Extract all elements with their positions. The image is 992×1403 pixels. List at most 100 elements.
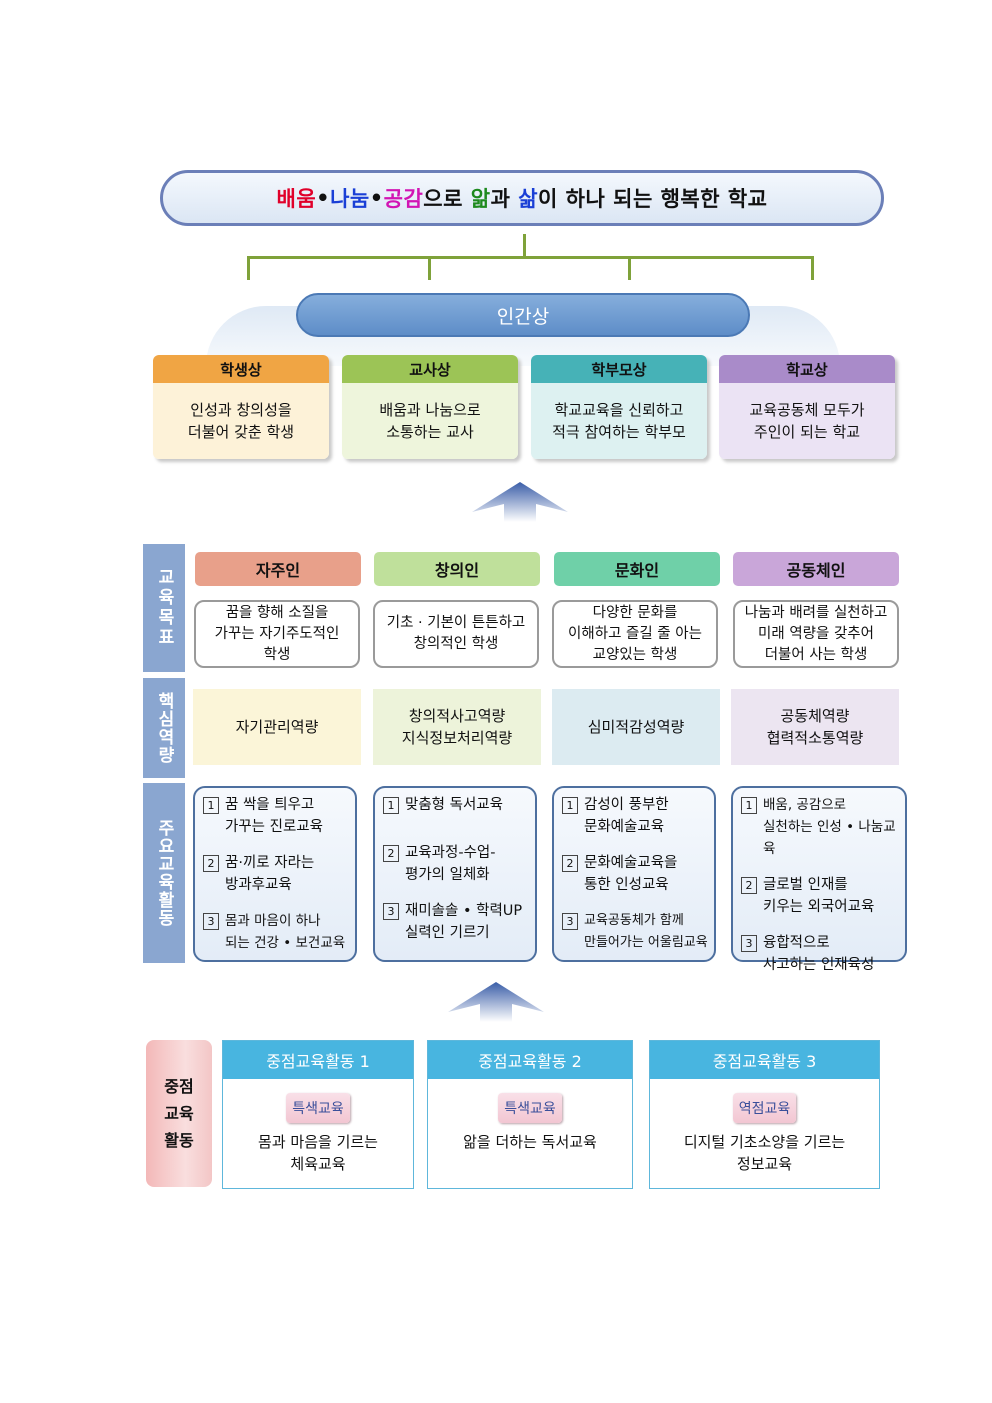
focus-card: 중점교육활동 1 특색교육 몸과 마음을 기르는 체육교육 <box>222 1040 414 1189</box>
card-title: 교사상 <box>342 355 518 383</box>
goal-title: 자주인 <box>195 552 361 586</box>
connector-drop <box>247 256 250 280</box>
goal-text: 기초 · 기본이 튼튼하고 창의적인 학생 <box>373 600 539 668</box>
focus-label-line: 교육 <box>164 1104 194 1123</box>
card-text: 인성과 창의성을 더불어 갖춘 학생 <box>153 383 329 459</box>
human-ideal-title: 인간상 <box>296 293 750 337</box>
card-text: 배움과 나눔으로 소통하는 교사 <box>342 383 518 459</box>
card-teacher: 교사상 배움과 나눔으로 소통하는 교사 <box>342 355 518 459</box>
item-number: 2 <box>741 877 757 894</box>
item-number: 3 <box>562 913 578 930</box>
activity-item: 1 감성이 풍부한 문화예술교육 <box>562 794 708 838</box>
connector-bar <box>247 256 814 259</box>
item-number: 2 <box>562 855 578 872</box>
goal-title: 공동체인 <box>733 552 899 586</box>
goal-title: 문화인 <box>554 552 720 586</box>
card-school: 학교상 교육공동체 모두가 주인이 되는 학교 <box>719 355 895 459</box>
label-goals: 교육목표 <box>143 544 185 672</box>
activity-item: 1 배움, 공감으로 실천하는 인성 • 나눔교육 <box>741 794 899 860</box>
activity-box: 1 감성이 풍부한 문화예술교육 2 문화예술교육을 통한 인성교육 3 교육공동체가… <box>552 786 716 962</box>
item-number: 3 <box>741 935 757 952</box>
label-competency: 핵심역량 <box>143 678 185 778</box>
vision-seg: 나눔 <box>330 187 370 211</box>
activity-box: 1 꿈 싹을 틔우고 가꾸는 진로교육 2 꿈·끼로 자라는 방과후교육 3 몸과 마… <box>193 786 357 962</box>
activity-item: 2 문화예술교육을 통한 인성교육 <box>562 852 708 896</box>
item-text: 꿈·끼로 자라는 방과후교육 <box>225 855 315 893</box>
card-title: 학부모상 <box>531 355 707 383</box>
focus-label: 중점 교육 활동 <box>146 1040 212 1187</box>
label-activities: 주요교육활동 <box>143 783 185 963</box>
connector-stem <box>523 234 526 258</box>
activity-item: 2 교육과정-수업- 평가의 일체화 <box>383 842 529 886</box>
item-text: 몸과 마음이 하나 되는 건강 • 보건교육 <box>225 913 346 951</box>
activity-item: 2 꿈·끼로 자라는 방과후교육 <box>203 852 349 896</box>
focus-card: 중점교육활동 2 특색교육 앎을 더하는 독서교육 <box>427 1040 633 1189</box>
focus-tag: 특색교육 <box>286 1093 350 1123</box>
label-text: 교육목표 <box>154 568 174 648</box>
competency-box: 자기관리역량 <box>193 689 361 765</box>
activity-item: 3 교육공동체가 함께 만들어가는 어울림교육 <box>562 910 708 954</box>
vision-seg: 과 <box>490 187 519 211</box>
competency-box: 공동체역량 협력적소통역량 <box>731 689 899 765</box>
item-text: 꿈 싹을 틔우고 가꾸는 진로교육 <box>225 797 323 835</box>
connector-drop <box>811 256 814 280</box>
label-text: 핵심역량 <box>154 692 174 764</box>
activity-box: 1 배움, 공감으로 실천하는 인성 • 나눔교육 2 글로벌 인재를 키우는 외국… <box>731 786 907 973</box>
item-number: 1 <box>741 797 757 814</box>
item-text: 맞춤형 독서교육 <box>405 797 503 813</box>
focus-tag: 특색교육 <box>498 1093 562 1123</box>
focus-title: 중점교육활동 1 <box>223 1041 413 1079</box>
item-number: 2 <box>203 855 219 872</box>
item-text: 교육과정-수업- 평가의 일체화 <box>405 845 496 883</box>
card-student: 학생상 인성과 창의성을 더불어 갖춘 학생 <box>153 355 329 459</box>
goal-title: 창의인 <box>374 552 540 586</box>
card-title: 학생상 <box>153 355 329 383</box>
card-title: 학교상 <box>719 355 895 383</box>
vision-seg: • <box>369 186 384 210</box>
vision-seg: 앎 <box>470 187 491 211</box>
goal-text: 나눔과 배려를 실천하고 미래 역량을 갖추어 더불어 사는 학생 <box>733 600 899 668</box>
item-number: 2 <box>383 845 399 862</box>
activity-item: 3 몸과 마음이 하나 되는 건강 • 보건교육 <box>203 910 349 954</box>
item-text: 글로벌 인재를 키우는 외국어교육 <box>763 877 875 915</box>
goal-text: 꿈을 향해 소질을 가꾸는 자기주도적인 학생 <box>194 600 360 668</box>
item-number: 1 <box>562 797 578 814</box>
item-number: 3 <box>383 903 399 920</box>
focus-tag: 역점교육 <box>732 1093 797 1123</box>
vision-seg: 배움 <box>276 187 317 211</box>
item-text: 재미솔솔 • 학력UP 실력인 기르기 <box>405 903 523 941</box>
focus-text: 디지털 기초소양을 기르는 정보교육 <box>683 1133 846 1173</box>
item-number: 1 <box>203 797 219 814</box>
activity-item: 3 재미솔솔 • 학력UP 실력인 기르기 <box>383 900 529 944</box>
connector-drop <box>628 256 631 280</box>
up-arrow-icon <box>472 482 568 522</box>
focus-card: 중점교육활동 3 역점교육 디지털 기초소양을 기르는 정보교육 <box>649 1040 880 1189</box>
vision-seg: 으로 <box>423 187 471 211</box>
vision-seg: 삶 <box>518 187 539 211</box>
item-text: 문화예술교육을 통한 인성교육 <box>584 855 678 893</box>
card-text: 학교교육을 신뢰하고 적극 참여하는 학부모 <box>531 383 707 459</box>
up-arrow-icon <box>448 982 544 1022</box>
item-text: 융합적으로 사고하는 인재육성 <box>763 935 875 973</box>
connector-drop <box>428 256 431 280</box>
activity-item: 3 융합적으로 사고하는 인재육성 <box>741 932 899 976</box>
activity-box: 1 맞춤형 독서교육 2 교육과정-수업- 평가의 일체화 3 재미솔솔 • 학력UP… <box>373 786 537 962</box>
item-number: 1 <box>383 797 399 814</box>
card-parent: 학부모상 학교교육을 신뢰하고 적극 참여하는 학부모 <box>531 355 707 459</box>
item-text: 교육공동체가 함께 만들어가는 어울림교육 <box>584 913 708 950</box>
competency-box: 심미적감성역량 <box>552 689 720 765</box>
item-text: 감성이 풍부한 문화예술교육 <box>584 797 669 835</box>
vision-seg: 이 하나 되는 행복한 학교 <box>538 187 768 211</box>
focus-title: 중점교육활동 2 <box>428 1041 632 1079</box>
goal-text: 다양한 문화를 이해하고 즐길 줄 아는 교양있는 학생 <box>552 600 718 668</box>
label-text: 주요교육활동 <box>154 819 174 927</box>
item-number: 3 <box>203 913 219 930</box>
activity-item: 1 꿈 싹을 틔우고 가꾸는 진로교육 <box>203 794 349 838</box>
focus-text: 앎을 더하는 독서교육 <box>463 1133 597 1151</box>
item-text: 배움, 공감으로 실천하는 인성 • 나눔교육 <box>763 797 896 857</box>
activity-item: 1 맞춤형 독서교육 <box>383 794 529 816</box>
activity-item: 2 글로벌 인재를 키우는 외국어교육 <box>741 874 899 918</box>
focus-text: 몸과 마음을 기르는 체육교육 <box>258 1133 378 1173</box>
focus-label-line: 활동 <box>164 1131 194 1150</box>
card-text: 교육공동체 모두가 주인이 되는 학교 <box>719 383 895 459</box>
